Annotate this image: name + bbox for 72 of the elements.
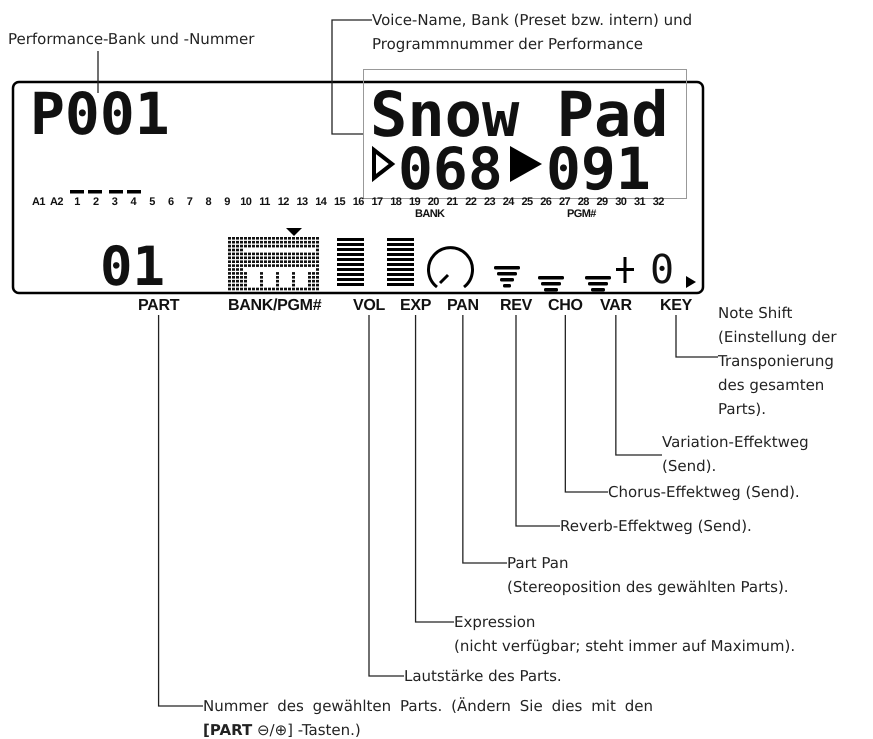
channel-number: 23 (484, 196, 496, 208)
channel-number: 16 (352, 196, 364, 208)
channel-number: 22 (465, 196, 476, 208)
channel-number: 6 (168, 196, 174, 208)
channel-number: 27 (558, 196, 570, 208)
callout-text: Variation-Effektweg (Send). (662, 430, 862, 478)
channel-number: 7 (186, 196, 192, 208)
lcd-readout: 01 (100, 240, 166, 294)
highlight-frame (363, 69, 687, 199)
leader-line (368, 315, 404, 677)
channel-number: 17 (371, 196, 383, 208)
leader-line (414, 315, 454, 623)
leader-line (675, 315, 718, 358)
column-label: EXP (400, 297, 432, 315)
channel-number: 25 (521, 196, 533, 208)
leader-line (615, 315, 662, 456)
channel-number: 21 (446, 196, 458, 208)
callout-text: Lautstärke des Parts. (404, 664, 562, 688)
callout-text: (Stereoposition des gewählten Parts). (507, 577, 789, 598)
channel-number: 32 (652, 196, 664, 208)
channel-number: 4 (130, 196, 136, 208)
channel-number: 12 (278, 196, 289, 208)
leader-line (564, 315, 608, 493)
callout-text: (Einstellung der Transponierung des gesamten Parts). (718, 327, 838, 420)
column-label: VOL (353, 297, 385, 315)
channel-number: 1 (74, 196, 80, 208)
channel-number: 8 (205, 196, 212, 208)
column-label: PAN (447, 297, 479, 315)
column-label: REV (500, 297, 532, 315)
column-label: KEY (660, 297, 692, 315)
channel-number: 19 (408, 196, 420, 208)
leader-line (158, 315, 203, 707)
column-label: CHO (548, 297, 583, 315)
channel-number: 9 (224, 196, 230, 208)
leader-line (97, 51, 99, 93)
callout-text: Chorus-Effektweg (Send). (608, 480, 800, 504)
leader-line (462, 315, 507, 564)
channel-number: 2 (92, 196, 99, 208)
callout-text: Nummer des gewählten Parts. (Ändern Sie dies mit den [PART ⊖/⊕] -Tasten.) (203, 694, 653, 739)
channel-number: 18 (390, 196, 402, 208)
leader-line (331, 19, 372, 135)
channel-number: 14 (315, 196, 326, 208)
lcd-caption: PGM# (567, 208, 596, 220)
callout-text: (nicht verfügbar; steht immer auf Maximum). (454, 636, 796, 657)
callout-text: Voice-Name, Bank (Preset bzw. intern) und Programmnummer der Performance (372, 8, 712, 56)
callout-text: Expression (454, 612, 536, 633)
channel-number: 11 (259, 196, 270, 208)
channel-number: 15 (334, 196, 346, 208)
channel-number: 31 (634, 196, 646, 208)
channel-number: 28 (578, 196, 589, 208)
callout-text: Note Shift (718, 303, 794, 324)
channel-number: 30 (615, 196, 626, 208)
channel-number: 20 (428, 196, 439, 208)
callout-text: Reverb-Effektweg (Send). (560, 514, 752, 538)
channel-number: 26 (540, 196, 552, 208)
lcd-readout: 0 (650, 250, 674, 290)
leader-line (515, 315, 560, 527)
lcd-caption: BANK (415, 208, 444, 220)
lcd-readout: P001 (30, 85, 170, 143)
column-label: BANK/PGM# (228, 297, 322, 315)
column-label: VAR (600, 297, 632, 315)
channel-number: 29 (596, 196, 608, 208)
channel-number: 5 (149, 196, 155, 208)
channel-number: 10 (240, 196, 252, 208)
channel-number: A2 (50, 196, 63, 208)
channel-number: A1 (32, 196, 45, 208)
channel-number: 13 (296, 196, 308, 208)
channel-number: 24 (502, 196, 514, 208)
column-label: PART (138, 297, 180, 315)
callout-text: Performance-Bank und -Nummer (8, 27, 254, 51)
callout-text: Part Pan (507, 553, 570, 574)
channel-number: 3 (112, 196, 118, 208)
